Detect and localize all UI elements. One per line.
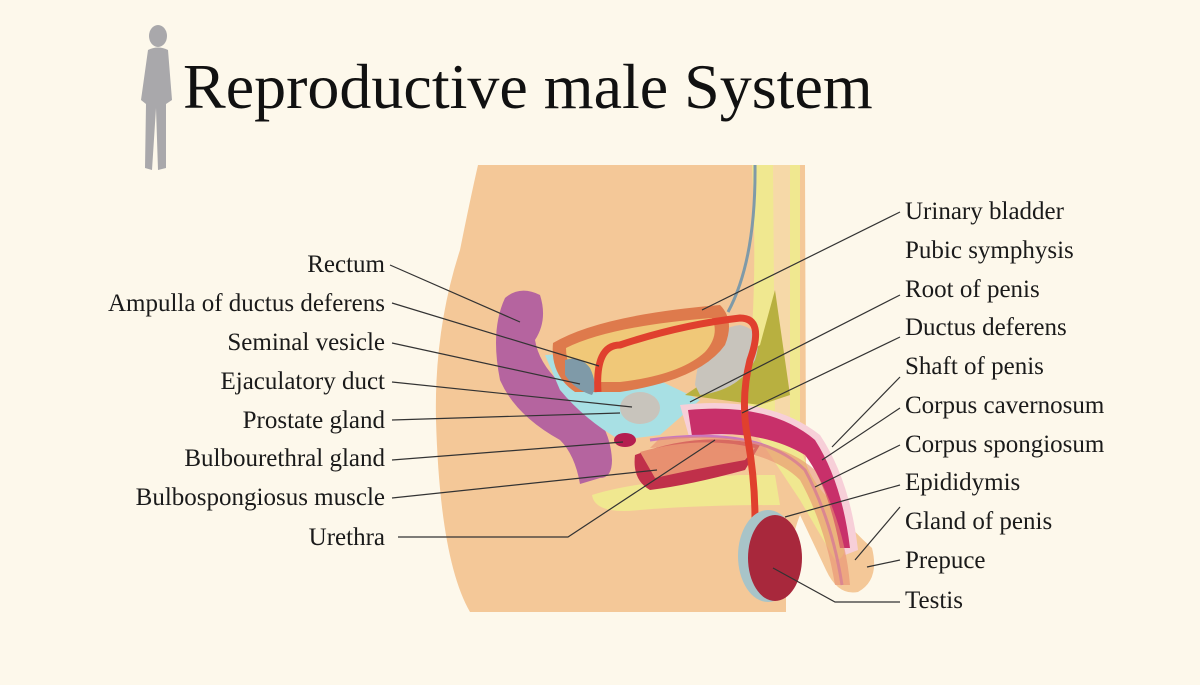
bulbourethral-gland <box>614 433 636 447</box>
right-labels: Urinary bladder Pubic symphysis Root of … <box>905 198 1105 614</box>
label-bulbospongiosus: Bulbospongiosus muscle <box>136 484 385 511</box>
label-corpus-spongiosum: Corpus spongiosum <box>905 431 1105 458</box>
label-urethra: Urethra <box>309 524 385 551</box>
label-ductus-deferens: Ductus deferens <box>905 314 1067 341</box>
page-title: Reproductive male System <box>183 51 873 122</box>
label-bulbourethral-gland: Bulbourethral gland <box>184 445 385 472</box>
label-seminal-vesicle: Seminal vesicle <box>227 329 385 356</box>
label-ampulla: Ampulla of ductus deferens <box>108 290 385 317</box>
standing-human-silhouette-icon <box>141 25 172 170</box>
label-rectum: Rectum <box>307 251 385 278</box>
ductus-deferens <box>594 314 760 521</box>
label-pubic-symphysis: Pubic symphysis <box>905 237 1074 264</box>
label-corpus-cavernosum: Corpus cavernosum <box>905 392 1105 419</box>
leader-lines <box>389 211 901 603</box>
label-ejaculatory-duct: Ejaculatory duct <box>220 368 385 395</box>
rectum <box>496 290 612 484</box>
label-prepuce: Prepuce <box>905 547 986 574</box>
label-shaft-of-penis: Shaft of penis <box>905 353 1044 380</box>
label-root-of-penis: Root of penis <box>905 276 1040 303</box>
seminal-vesicle <box>565 358 595 395</box>
label-epididymis: Epididymis <box>905 469 1020 496</box>
corpus-cavernosum <box>688 408 850 548</box>
testis <box>748 515 802 601</box>
peritoneum <box>726 164 757 313</box>
corpus-spongiosum <box>650 436 850 585</box>
left-labels: Rectum Ampulla of ductus deferens Semina… <box>108 251 386 551</box>
label-urinary-bladder: Urinary bladder <box>905 198 1065 225</box>
body-cross-section <box>435 164 875 612</box>
label-testis: Testis <box>905 587 963 614</box>
prostate-gland <box>620 392 660 424</box>
label-gland-of-penis: Gland of penis <box>905 508 1052 535</box>
label-prostate-gland: Prostate gland <box>243 407 386 434</box>
